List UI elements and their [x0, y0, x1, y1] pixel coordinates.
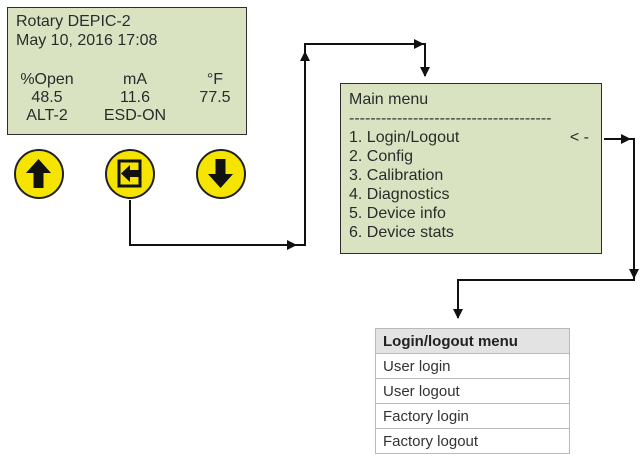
menu-item-device-stats[interactable]: 6. Device stats	[349, 224, 454, 241]
login-menu-item-factory-logout[interactable]: Factory logout	[375, 428, 570, 454]
down-arrow-icon	[208, 159, 233, 188]
value-ma: 11.6	[120, 89, 150, 106]
status-esd: ESD-ON	[103, 107, 167, 124]
device-title: Rotary DEPIC-2	[16, 13, 131, 30]
connector-menu-to-login	[453, 138, 635, 319]
main-lcd-screen: Rotary DEPIC-2 May 10, 2016 17:08 %Open …	[7, 7, 247, 135]
main-menu-separator: --------------------------------------	[349, 110, 552, 127]
enter-icon	[117, 159, 142, 188]
login-menu-item-user-login[interactable]: User login	[375, 353, 570, 379]
main-menu-screen: Main menu ------------------------------…	[340, 83, 602, 254]
login-logout-menu: Login/logout menu User login User logout…	[375, 328, 570, 454]
value-temp: 77.5	[199, 89, 231, 106]
enter-button[interactable]	[105, 149, 155, 199]
down-arrow-button[interactable]	[196, 149, 246, 199]
login-menu-item-user-logout[interactable]: User logout	[375, 378, 570, 404]
column-header-ma: mA	[123, 71, 147, 88]
login-menu-title: Login/logout menu	[375, 328, 570, 354]
up-arrow-icon	[26, 159, 51, 188]
value-open: 48.5	[31, 89, 63, 106]
column-header-temp: °F	[206, 71, 224, 88]
device-datetime: May 10, 2016 17:08	[16, 32, 158, 49]
menu-item-config[interactable]: 2. Config	[349, 148, 414, 165]
up-arrow-button[interactable]	[14, 149, 64, 199]
menu-item-device-info[interactable]: 5. Device info	[349, 205, 446, 222]
connector-enter-to-menu	[129, 43, 430, 246]
main-menu-title: Main menu	[349, 91, 429, 108]
menu-item-login-logout[interactable]: 1. Login/Logout < -	[349, 128, 601, 147]
menu-item-diagnostics[interactable]: 4. Diagnostics	[349, 186, 450, 203]
menu-item-calibration[interactable]: 3. Calibration	[349, 167, 444, 184]
column-header-open: %Open	[20, 71, 74, 88]
status-alt: ALT-2	[26, 107, 68, 124]
menu-cursor-indicator: < -	[569, 129, 589, 146]
menu-item-label: 1. Login/Logout	[349, 129, 460, 146]
login-menu-item-factory-login[interactable]: Factory login	[375, 403, 570, 429]
